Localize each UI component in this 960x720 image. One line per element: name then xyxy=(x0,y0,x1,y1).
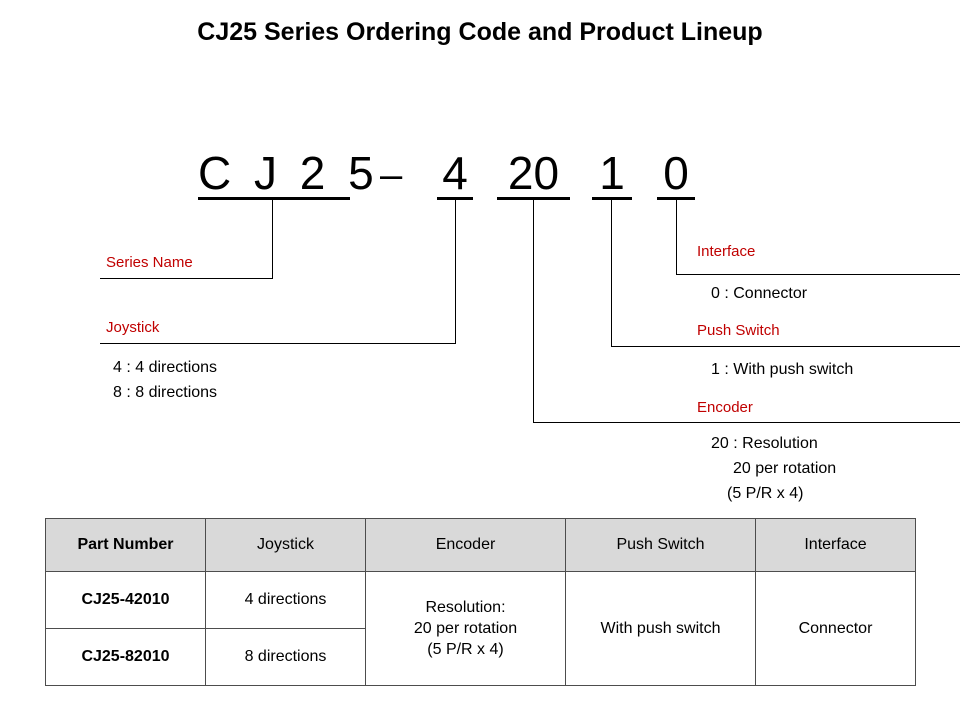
cell-encoder-line-3: (5 P/R x 4) xyxy=(427,641,504,658)
leader-line-push-switch-vertical xyxy=(611,200,612,346)
callout-value-joystick-2: 8 : 8 directions xyxy=(113,384,218,401)
table-header-encoder: Encoder xyxy=(365,518,566,572)
code-segment-series: C J 2 5 xyxy=(198,147,379,199)
callout-label-joystick: Joystick xyxy=(106,319,160,336)
cell-interface-merged: Connector xyxy=(755,571,916,686)
code-underline-push-switch xyxy=(592,197,632,200)
code-underline-joystick xyxy=(437,197,473,200)
code-segment-push-switch: 1 xyxy=(599,147,625,199)
table-header-interface: Interface xyxy=(755,518,916,572)
callout-label-push-switch: Push Switch xyxy=(697,322,780,339)
code-underline-encoder xyxy=(497,197,570,200)
leader-line-interface-vertical xyxy=(676,200,677,274)
code-dash: – xyxy=(380,153,403,197)
table-header-joystick: Joystick xyxy=(205,518,366,572)
callout-value-encoder-2: 20 per rotation xyxy=(733,460,837,477)
callout-value-push-switch-1: 1 : With push switch xyxy=(711,361,854,378)
code-segment-joystick: 4 xyxy=(442,147,468,199)
cell-part-number-2: CJ25-82010 xyxy=(45,628,206,686)
code-underline-series xyxy=(198,197,350,200)
code-underline-interface xyxy=(657,197,695,200)
code-segment-interface: 0 xyxy=(663,147,689,199)
page-title: CJ25 Series Ordering Code and Product Li… xyxy=(197,18,763,46)
leader-line-encoder-vertical xyxy=(533,200,534,422)
code-segment-encoder: 20 xyxy=(507,147,560,199)
product-lineup-table: Part Number Joystick Encoder Push Switch… xyxy=(45,518,916,686)
callout-value-encoder-1: 20 : Resolution xyxy=(711,435,818,452)
callout-label-series-name: Series Name xyxy=(106,254,193,271)
table-header-push-switch: Push Switch xyxy=(565,518,756,572)
callout-value-interface-1: 0 : Connector xyxy=(711,285,808,302)
callout-label-encoder: Encoder xyxy=(697,399,753,416)
cell-push-switch-merged: With push switch xyxy=(565,571,756,686)
table-row: CJ25-42010 4 directions Resolution: 20 p… xyxy=(45,571,916,686)
leader-line-series-vertical xyxy=(272,200,273,278)
cell-encoder-line-1: Resolution: xyxy=(425,599,506,616)
leader-line-joystick-vertical xyxy=(455,200,456,343)
callout-label-interface: Interface xyxy=(697,243,756,260)
cell-encoder-merged: Resolution: 20 per rotation (5 P/R x 4) xyxy=(365,571,566,686)
callout-value-joystick-1: 4 : 4 directions xyxy=(113,359,218,376)
table-header-row: Part Number Joystick Encoder Push Switch… xyxy=(45,518,916,572)
leader-line-encoder-horizontal xyxy=(533,422,960,423)
table-header-part-number: Part Number xyxy=(45,518,206,572)
callout-value-encoder-3: (5 P/R x 4) xyxy=(727,485,804,502)
cell-part-number-1: CJ25-42010 xyxy=(45,571,206,629)
cell-joystick-2: 8 directions xyxy=(205,628,366,686)
leader-line-push-switch-horizontal xyxy=(611,346,960,347)
leader-line-joystick-horizontal xyxy=(100,343,456,344)
leader-line-interface-horizontal xyxy=(676,274,960,275)
table-row: CJ25-82010 8 directions xyxy=(45,628,916,686)
leader-line-series-horizontal xyxy=(100,278,273,279)
cell-encoder-line-2: 20 per rotation xyxy=(413,620,518,637)
cell-joystick-1: 4 directions xyxy=(205,571,366,629)
